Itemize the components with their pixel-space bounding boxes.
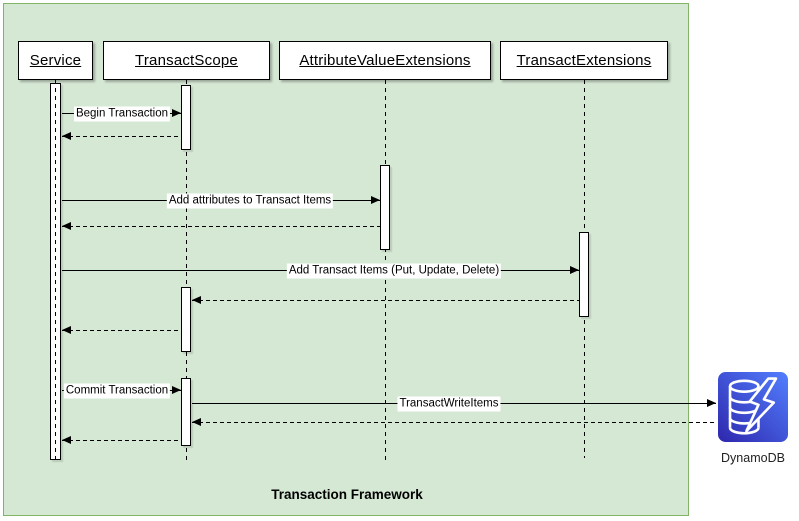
dynamodb-icon	[718, 372, 788, 442]
arrowhead-right-icon	[570, 266, 579, 274]
arrowhead-right-icon	[172, 109, 181, 117]
participant-attributevalueextensions-label: AttributeValueExtensions	[299, 52, 471, 69]
message-commit-transaction-label: Commit Transaction	[63, 383, 171, 398]
dynamodb-node: DynamoDB	[718, 371, 788, 465]
arrowhead-left-icon	[192, 296, 201, 304]
participant-service-label: Service	[29, 52, 82, 69]
participant-attributevalueextensions: AttributeValueExtensions	[279, 41, 491, 80]
arrowhead-left-icon	[192, 418, 201, 426]
arrowhead-left-icon	[62, 326, 71, 334]
message-add-transact-items-label: Add Transact Items (Put, Update, Delete)	[286, 263, 502, 278]
sequence-frame	[3, 3, 689, 516]
arrowhead-left-icon	[62, 436, 71, 444]
message-begin-transaction-label: Begin Transaction	[73, 106, 171, 121]
activation-transactscope-2	[181, 287, 191, 352]
arrowhead-right-icon	[172, 386, 181, 394]
activation-transactextensions	[579, 232, 589, 317]
activation-transactscope-3	[181, 378, 191, 446]
participant-transactextensions-label: TransactExtensions	[516, 52, 652, 69]
frame-title: Transaction Framework	[271, 487, 423, 502]
message-add-attributes-label: Add attributes to Transact Items	[166, 193, 334, 208]
arrowhead-left-icon	[62, 132, 71, 140]
return-ave-to-service	[62, 222, 380, 231]
arrowhead-right-icon	[371, 196, 380, 204]
return-te-to-transactscope	[192, 296, 579, 305]
arrowhead-right-icon	[707, 399, 716, 407]
message-line	[62, 136, 181, 137]
activation-attributevalueextensions	[380, 165, 390, 250]
message-line	[192, 300, 579, 301]
participant-transactextensions: TransactExtensions	[500, 41, 668, 80]
message-add-transact-items: Add Transact Items (Put, Update, Delete)	[62, 263, 579, 278]
dynamodb-label: DynamoDB	[721, 451, 785, 465]
participant-transactscope-label: TransactScope	[135, 52, 238, 69]
message-line	[192, 422, 717, 423]
message-commit-transaction: Commit Transaction	[62, 383, 181, 398]
lifeline-service	[55, 80, 56, 460]
return-transactscope-to-service-1	[62, 132, 181, 141]
message-line	[62, 226, 380, 227]
message-add-attributes: Add attributes to Transact Items	[62, 193, 380, 208]
message-transactwriteitems: TransactWriteItems	[192, 396, 716, 411]
participant-transactscope: TransactScope	[103, 41, 270, 80]
return-transactscope-to-service-2	[62, 326, 181, 335]
participant-service: Service	[18, 41, 93, 80]
message-line	[62, 440, 181, 441]
message-begin-transaction: Begin Transaction	[62, 106, 181, 121]
return-dynamodb-to-transactscope	[192, 418, 717, 427]
message-line	[62, 330, 181, 331]
message-transactwriteitems-label: TransactWriteItems	[397, 396, 501, 411]
arrowhead-left-icon	[62, 222, 71, 230]
activation-transactscope-1	[181, 85, 191, 150]
lifeline-transactscope	[186, 80, 187, 462]
return-transactscope-to-service-3	[62, 436, 181, 445]
